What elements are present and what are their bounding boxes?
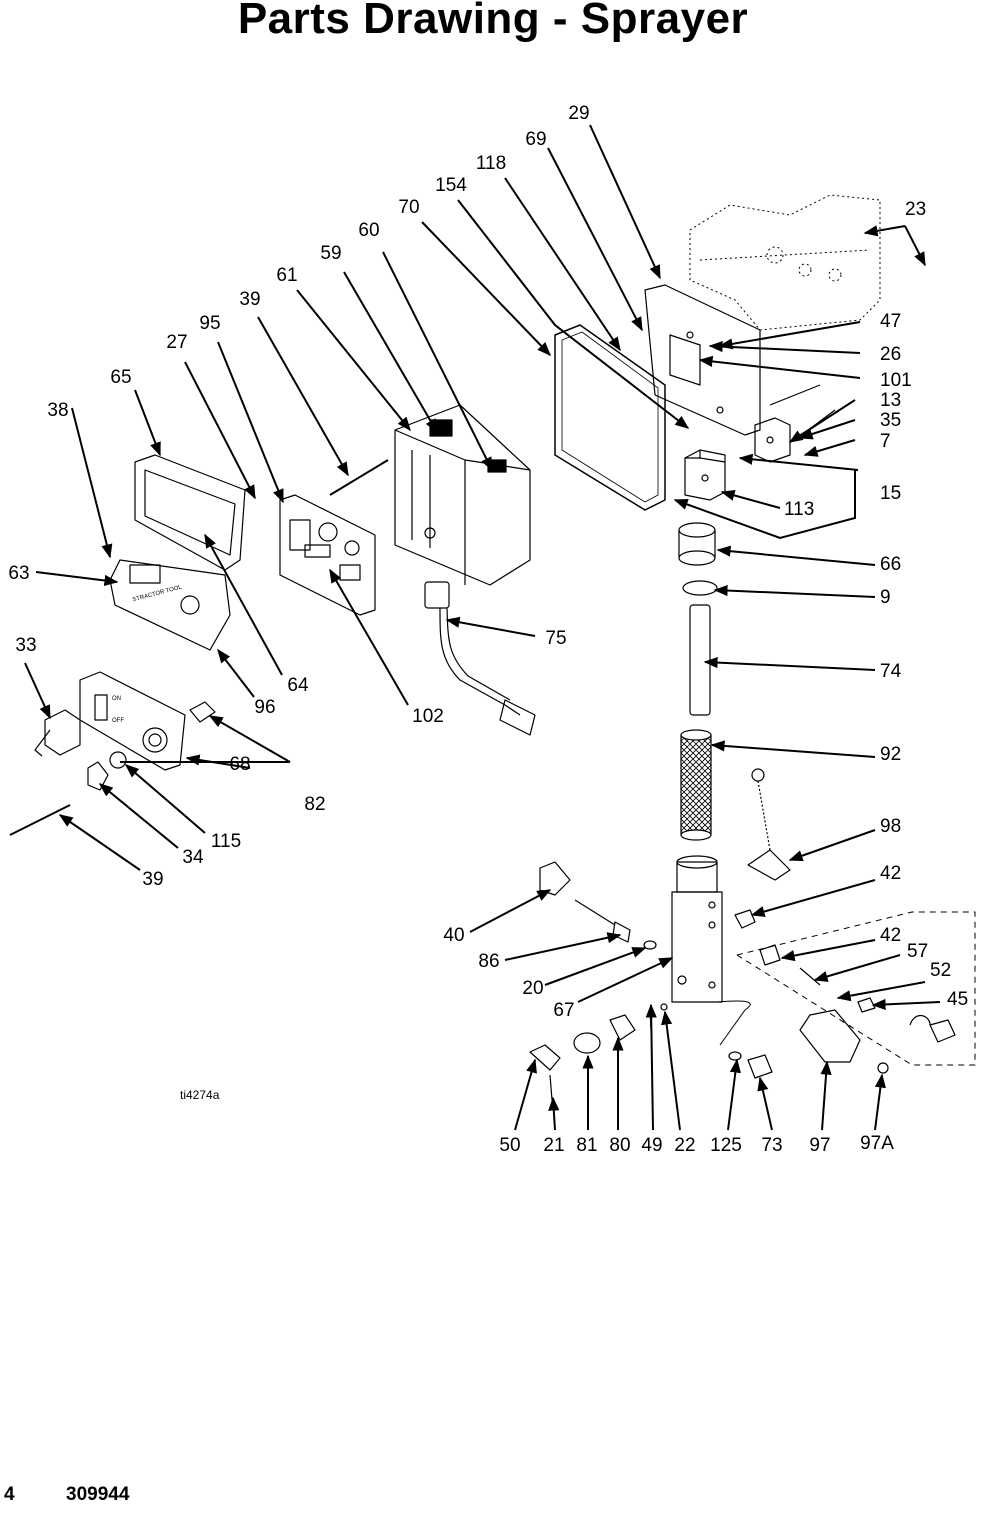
callout-101: 101	[880, 370, 912, 391]
callout-66: 66	[880, 554, 902, 575]
sensor-86	[574, 899, 616, 926]
callout-97A: 97A	[860, 1133, 894, 1154]
nut-45	[857, 997, 876, 1013]
figure-code: ti4274a	[180, 1088, 220, 1102]
callout-96: 96	[254, 697, 276, 718]
mounting-bracket	[644, 284, 761, 436]
callout-154: 154	[435, 175, 467, 196]
callout-65: 65	[110, 367, 132, 388]
callout-81: 81	[576, 1135, 598, 1156]
callout-98: 98	[880, 816, 902, 837]
callout-69: 69	[525, 129, 547, 150]
callout-59: 59	[320, 243, 342, 264]
fitting-81	[573, 1032, 601, 1054]
callout-35: 35	[880, 410, 902, 431]
callout-50: 50	[499, 1135, 521, 1156]
plug-73	[747, 1054, 773, 1079]
nozzle-group-outline	[736, 911, 976, 1066]
callout-52: 52	[930, 960, 952, 981]
filter-tube	[689, 604, 711, 716]
page-title: Parts Drawing - Sprayer	[237, 0, 749, 43]
callout-57: 57	[907, 941, 929, 962]
fitting-42b	[759, 944, 781, 966]
callout-67: 67	[553, 1000, 575, 1021]
callout-60: 60	[358, 220, 380, 241]
filter-screen	[680, 729, 712, 841]
manifold-block	[684, 449, 726, 501]
nozzle-97	[799, 1009, 861, 1063]
callout-82: 82	[304, 794, 326, 815]
sprayer-frame	[689, 194, 881, 331]
callout-22: 22	[674, 1135, 696, 1156]
filter-cap	[678, 522, 716, 566]
pressure-block	[754, 417, 791, 463]
callout-40: 40	[443, 925, 465, 946]
page-number: 4	[4, 1484, 15, 1505]
pin-52	[799, 967, 821, 986]
callout-49: 49	[641, 1135, 663, 1156]
callout-61: 61	[276, 265, 298, 286]
fitting-42	[734, 909, 756, 929]
electrical-box	[394, 404, 531, 586]
gasket	[554, 324, 666, 511]
callout-73: 73	[761, 1135, 783, 1156]
callout-33: 33	[15, 635, 37, 656]
quick-coupler	[929, 1019, 956, 1043]
callout-115: 115	[210, 831, 242, 852]
callout-26: 26	[880, 344, 902, 365]
callout-75: 75	[545, 628, 567, 649]
bracket-40	[539, 861, 571, 896]
callout-64: 64	[287, 675, 309, 696]
callout-15: 15	[880, 483, 902, 504]
switch-plate	[79, 671, 186, 771]
bolt-13	[769, 384, 821, 406]
document-number: 309944	[66, 1484, 130, 1505]
callout-74: 74	[880, 661, 902, 682]
callout-92: 92	[880, 744, 902, 765]
callout-97: 97	[809, 1135, 831, 1156]
callout-42-upper: 42	[880, 863, 902, 884]
callout-63: 63	[8, 563, 30, 584]
panel-on-text: ON	[112, 696, 121, 702]
filter-body	[671, 855, 723, 1003]
panel-off-text: OFF	[112, 718, 124, 724]
callout-68: 68	[229, 754, 251, 775]
callout-45: 45	[947, 989, 969, 1010]
fitting-80	[609, 1014, 636, 1041]
callout-34: 34	[182, 847, 204, 868]
callout-20: 20	[522, 978, 544, 999]
callout-42-lower: 42	[880, 925, 902, 946]
callout-38: 38	[47, 400, 69, 421]
chain-cap	[747, 768, 791, 881]
callout-39-top: 39	[239, 289, 261, 310]
callout-95: 95	[199, 313, 221, 334]
callout-102: 102	[412, 706, 444, 727]
callout-113: 113	[784, 499, 815, 520]
callout-125: 125	[710, 1135, 742, 1156]
callout-27: 27	[166, 332, 188, 353]
callout-86: 86	[478, 951, 500, 972]
control-board	[279, 494, 376, 616]
callout-118: 118	[475, 153, 507, 174]
potentiometer	[189, 701, 216, 723]
toggle-switch	[34, 709, 81, 757]
callout-23: 23	[905, 199, 927, 220]
callout-70: 70	[398, 197, 420, 218]
display-panel	[109, 454, 246, 651]
o-ring-9	[682, 580, 718, 596]
callout-7: 7	[880, 431, 891, 452]
callout-9: 9	[880, 587, 891, 608]
callout-80: 80	[609, 1135, 631, 1156]
clip-50	[529, 1044, 561, 1071]
callout-21: 21	[543, 1135, 565, 1156]
callout-47: 47	[880, 311, 902, 332]
callout-13: 13	[880, 390, 902, 411]
callout-39-bottom: 39	[142, 869, 164, 890]
rod-39	[9, 804, 71, 836]
callout-29: 29	[568, 103, 590, 124]
long-screw-39	[329, 459, 389, 496]
